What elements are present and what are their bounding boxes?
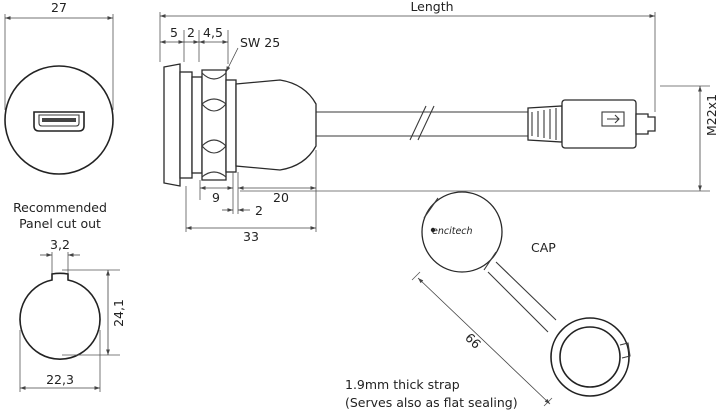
cap-ring-tab [619, 342, 631, 359]
gasket-ring [179, 71, 193, 179]
length-label: Length [410, 0, 453, 14]
cap-disk [421, 191, 503, 273]
strap-length-label: 66 [462, 330, 484, 352]
dim-9-label: 9 [212, 190, 220, 205]
front-flange [163, 63, 181, 187]
usb-logo-icon [601, 111, 625, 127]
panel-cutout: Recommended Panel cut out 3,2 24,1 22,3 [13, 200, 126, 392]
strap-note-line2: (Serves also as flat sealing) [345, 395, 518, 410]
dim-2-bottom-label: 2 [255, 203, 263, 218]
cap-ring-outer [550, 317, 630, 397]
cap-ring-inner [559, 326, 621, 388]
front-view: 27 [4, 0, 114, 175]
strap-note-line1: 1.9mm thick strap [345, 377, 460, 392]
thread-size-label: M22x1 [704, 94, 719, 136]
dim-2-top-label: 2 [187, 25, 195, 40]
cap-drawing: encitech CAP 66 1.9mm thick strap (Serve… [345, 191, 631, 410]
dim-5-label: 5 [170, 25, 178, 40]
front-face-circle [4, 65, 114, 175]
cap-brand-label: encitech [432, 226, 473, 237]
hex-nut [201, 69, 227, 181]
cap-rim-detail [423, 197, 497, 271]
micro-usb-plug [527, 99, 656, 149]
cap-label: CAP [531, 240, 556, 255]
cable [310, 105, 530, 141]
wrench-size-label: SW 25 [240, 35, 280, 50]
cutout-title-line2: Panel cut out [19, 216, 101, 231]
dim-20-label: 20 [273, 190, 289, 205]
cutout-width-label: 22,3 [46, 372, 74, 387]
cutout-key-width-label: 3,2 [50, 237, 70, 252]
side-view: Length 5 2 4,5 SW 25 [159, 0, 719, 244]
dim-4-5-label: 4,5 [203, 25, 223, 40]
thread-shaft-rear [225, 79, 237, 173]
brand-dot-icon [430, 227, 436, 233]
dim-33-label: 33 [243, 229, 259, 244]
cutout-shape [19, 272, 101, 360]
strap-edge-2 [487, 271, 549, 333]
strap-edge-1 [495, 261, 557, 321]
front-width-label: 27 [51, 0, 67, 15]
cutout-title-line1: Recommended [13, 200, 107, 215]
thread-shaft-front [191, 76, 203, 174]
usb-micro-port-icon [33, 111, 85, 132]
overmold-body [235, 79, 317, 171]
cutout-height-label: 24,1 [111, 299, 126, 327]
